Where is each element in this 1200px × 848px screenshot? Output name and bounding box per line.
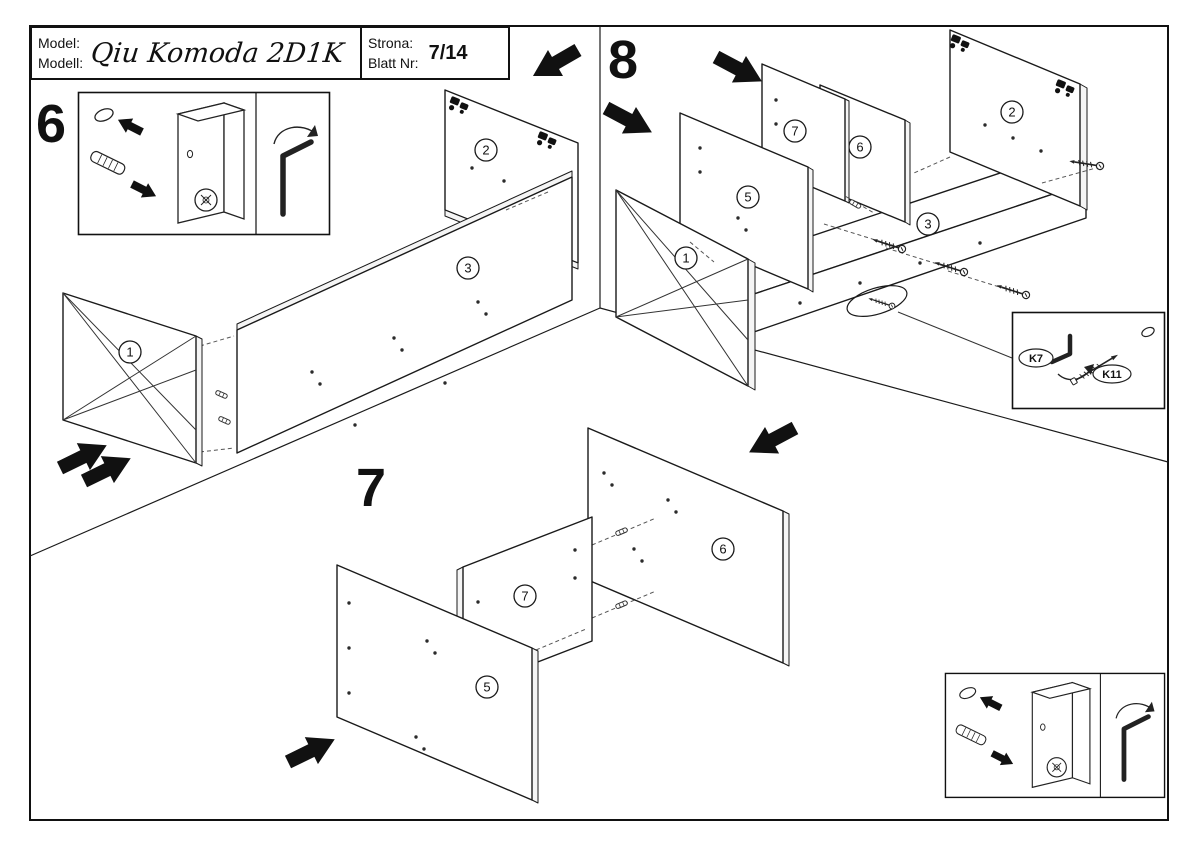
page-labels: Strona: Blatt Nr: bbox=[368, 33, 419, 74]
step-7: 7 6 bbox=[281, 414, 803, 804]
part-label-1: 1 bbox=[118, 340, 142, 364]
panel-groove-lines bbox=[615, 189, 749, 387]
dowel-pin-icon bbox=[217, 415, 232, 426]
svg-text:2: 2 bbox=[1008, 105, 1015, 120]
svg-text:7: 7 bbox=[521, 589, 528, 604]
part-label-5: 5 bbox=[736, 185, 760, 209]
assembly-arrow bbox=[742, 414, 803, 466]
panel-holes bbox=[698, 146, 748, 232]
model-label-pl: Model: bbox=[38, 34, 81, 51]
panel-holes bbox=[983, 123, 1043, 153]
model-cell: Model: Modell: Qiu Komoda 2D1K bbox=[32, 28, 362, 78]
panel-1 bbox=[62, 292, 203, 467]
screw-icon bbox=[994, 281, 1032, 301]
svg-text:1: 1 bbox=[126, 345, 133, 360]
screw-code-badge: K11 bbox=[1092, 364, 1132, 384]
part-label-1: 1 bbox=[674, 246, 698, 270]
svg-text:5: 5 bbox=[744, 190, 751, 205]
part-label-7: 7 bbox=[783, 119, 807, 143]
screw-icon bbox=[866, 294, 897, 311]
panel-holes bbox=[310, 300, 488, 427]
panel-holes bbox=[347, 601, 437, 751]
dowel-pin-icon bbox=[214, 389, 229, 400]
svg-text:3: 3 bbox=[464, 261, 471, 276]
hardware-callout-cam-screw: K7 K11 bbox=[1011, 311, 1166, 410]
part-label-2: 2 bbox=[1000, 100, 1024, 124]
alignment-dashes bbox=[591, 517, 657, 619]
assembly-arrow bbox=[281, 725, 342, 776]
detail-callout-oval bbox=[846, 285, 908, 317]
assembly-arrow bbox=[525, 37, 586, 89]
model-labels: Model: Modell: bbox=[38, 33, 83, 74]
dowel-pin-icon bbox=[614, 599, 629, 610]
callout-leader-line bbox=[897, 311, 1013, 359]
model-label-de: Modell: bbox=[38, 55, 84, 71]
panel-holes bbox=[602, 471, 678, 563]
svg-text:7: 7 bbox=[791, 124, 798, 139]
page-label-de: Blatt Nr: bbox=[368, 55, 419, 71]
panel-6 bbox=[587, 427, 790, 667]
panel-5 bbox=[336, 564, 539, 804]
panel-3 bbox=[214, 170, 573, 454]
svg-text:2: 2 bbox=[482, 143, 489, 158]
panel-1 bbox=[615, 189, 756, 391]
part-label-6: 6 bbox=[848, 135, 872, 159]
alignment-dashes bbox=[535, 628, 587, 651]
hole-ellipse bbox=[1141, 326, 1155, 338]
alignment-dashes bbox=[199, 191, 549, 453]
panel-holes bbox=[798, 241, 982, 305]
svg-text:3: 3 bbox=[924, 217, 931, 232]
hardware-callout-dowel-key bbox=[79, 93, 330, 235]
page-number: 7/14 bbox=[428, 41, 468, 64]
svg-text:6: 6 bbox=[856, 140, 863, 155]
step-8-number: 8 bbox=[608, 30, 638, 90]
svg-text:5: 5 bbox=[483, 680, 490, 695]
part-label-5: 5 bbox=[475, 675, 499, 699]
panel-groove-lines bbox=[62, 292, 197, 464]
page-label-pl: Strona: bbox=[368, 34, 414, 51]
part-label-3: 3 bbox=[456, 256, 480, 280]
part-label-3: 3 bbox=[916, 212, 940, 236]
title-block: Model: Modell: Qiu Komoda 2D1K Strona: B… bbox=[30, 26, 510, 80]
assembly-arrow bbox=[598, 94, 659, 146]
model-name: Qiu Komoda 2D1K bbox=[89, 37, 346, 69]
svg-text:K7: K7 bbox=[1029, 353, 1043, 365]
step-7-number: 7 bbox=[356, 458, 386, 518]
page-cell: Strona: Blatt Nr: 7/14 bbox=[362, 28, 508, 78]
step-6: 6 2 bbox=[36, 37, 586, 495]
svg-text:6: 6 bbox=[719, 542, 726, 557]
svg-text:K11: K11 bbox=[1102, 369, 1122, 381]
key-code-badge: K7 bbox=[1018, 348, 1054, 368]
step-8: 8 3 bbox=[598, 29, 1105, 391]
step-6-number: 6 bbox=[36, 94, 66, 154]
assembly-arrow bbox=[708, 43, 769, 95]
part-label-7: 7 bbox=[513, 584, 537, 608]
page-border bbox=[29, 25, 1169, 821]
svg-text:1: 1 bbox=[682, 251, 689, 266]
part-label-6: 6 bbox=[711, 537, 735, 561]
part-label-2: 2 bbox=[474, 138, 498, 162]
hardware-callout-dowel-key bbox=[945, 673, 1164, 797]
